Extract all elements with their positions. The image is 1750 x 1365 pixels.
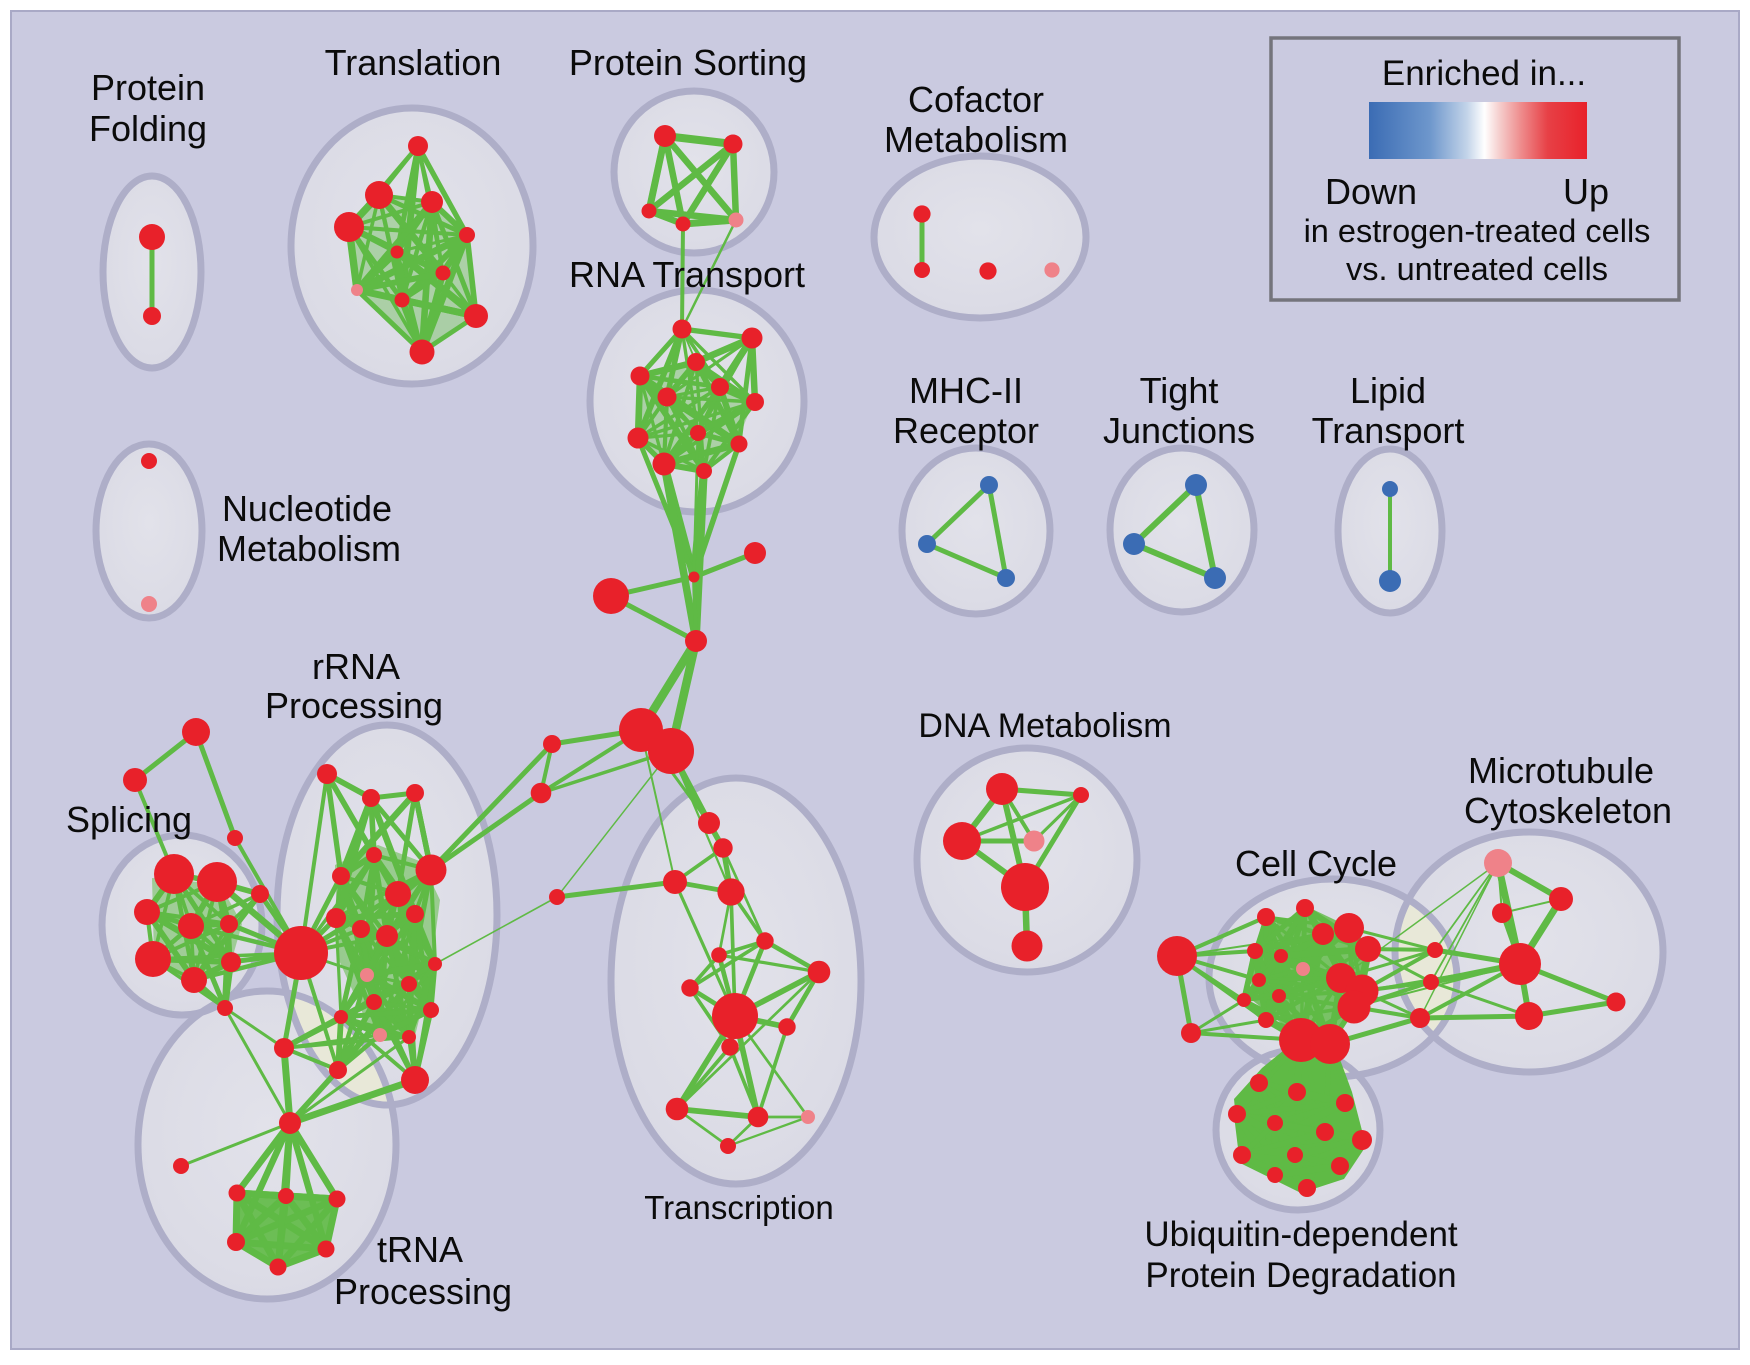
- svg-text:in estrogen-treated cells: in estrogen-treated cells: [1304, 213, 1651, 249]
- svg-text:Lipid: Lipid: [1350, 370, 1426, 411]
- svg-text:Splicing: Splicing: [66, 799, 192, 840]
- svg-text:MHC-II: MHC-II: [909, 370, 1023, 411]
- svg-text:Metabolism: Metabolism: [884, 119, 1068, 160]
- svg-text:Tight: Tight: [1140, 370, 1219, 411]
- svg-text:Folding: Folding: [89, 108, 207, 149]
- svg-text:Down: Down: [1325, 171, 1417, 212]
- svg-text:tRNA: tRNA: [377, 1229, 463, 1270]
- svg-text:Protein Degradation: Protein Degradation: [1145, 1256, 1456, 1295]
- svg-text:Cell Cycle: Cell Cycle: [1235, 843, 1397, 884]
- svg-text:Junctions: Junctions: [1103, 410, 1255, 451]
- svg-text:Receptor: Receptor: [893, 410, 1039, 451]
- svg-text:Ubiquitin-dependent: Ubiquitin-dependent: [1144, 1215, 1458, 1254]
- svg-text:DNA Metabolism: DNA Metabolism: [918, 707, 1171, 745]
- svg-text:Cytoskeleton: Cytoskeleton: [1464, 790, 1672, 831]
- svg-text:Transport: Transport: [1312, 410, 1465, 451]
- svg-text:Translation: Translation: [325, 42, 502, 83]
- svg-text:Enriched in...: Enriched in...: [1382, 54, 1586, 93]
- svg-text:Protein: Protein: [91, 67, 205, 108]
- svg-text:Nucleotide: Nucleotide: [222, 488, 392, 529]
- svg-text:Processing: Processing: [334, 1271, 512, 1312]
- svg-text:rRNA: rRNA: [312, 646, 400, 687]
- svg-text:Cofactor: Cofactor: [908, 79, 1044, 120]
- svg-text:Transcription: Transcription: [644, 1189, 834, 1226]
- svg-text:Microtubule: Microtubule: [1468, 750, 1654, 791]
- svg-text:Processing: Processing: [265, 685, 443, 726]
- svg-text:Metabolism: Metabolism: [217, 528, 401, 569]
- svg-text:Up: Up: [1563, 171, 1609, 212]
- svg-text:Protein Sorting: Protein Sorting: [569, 42, 807, 83]
- svg-text:RNA Transport: RNA Transport: [569, 254, 805, 295]
- svg-text:vs. untreated cells: vs. untreated cells: [1346, 251, 1608, 287]
